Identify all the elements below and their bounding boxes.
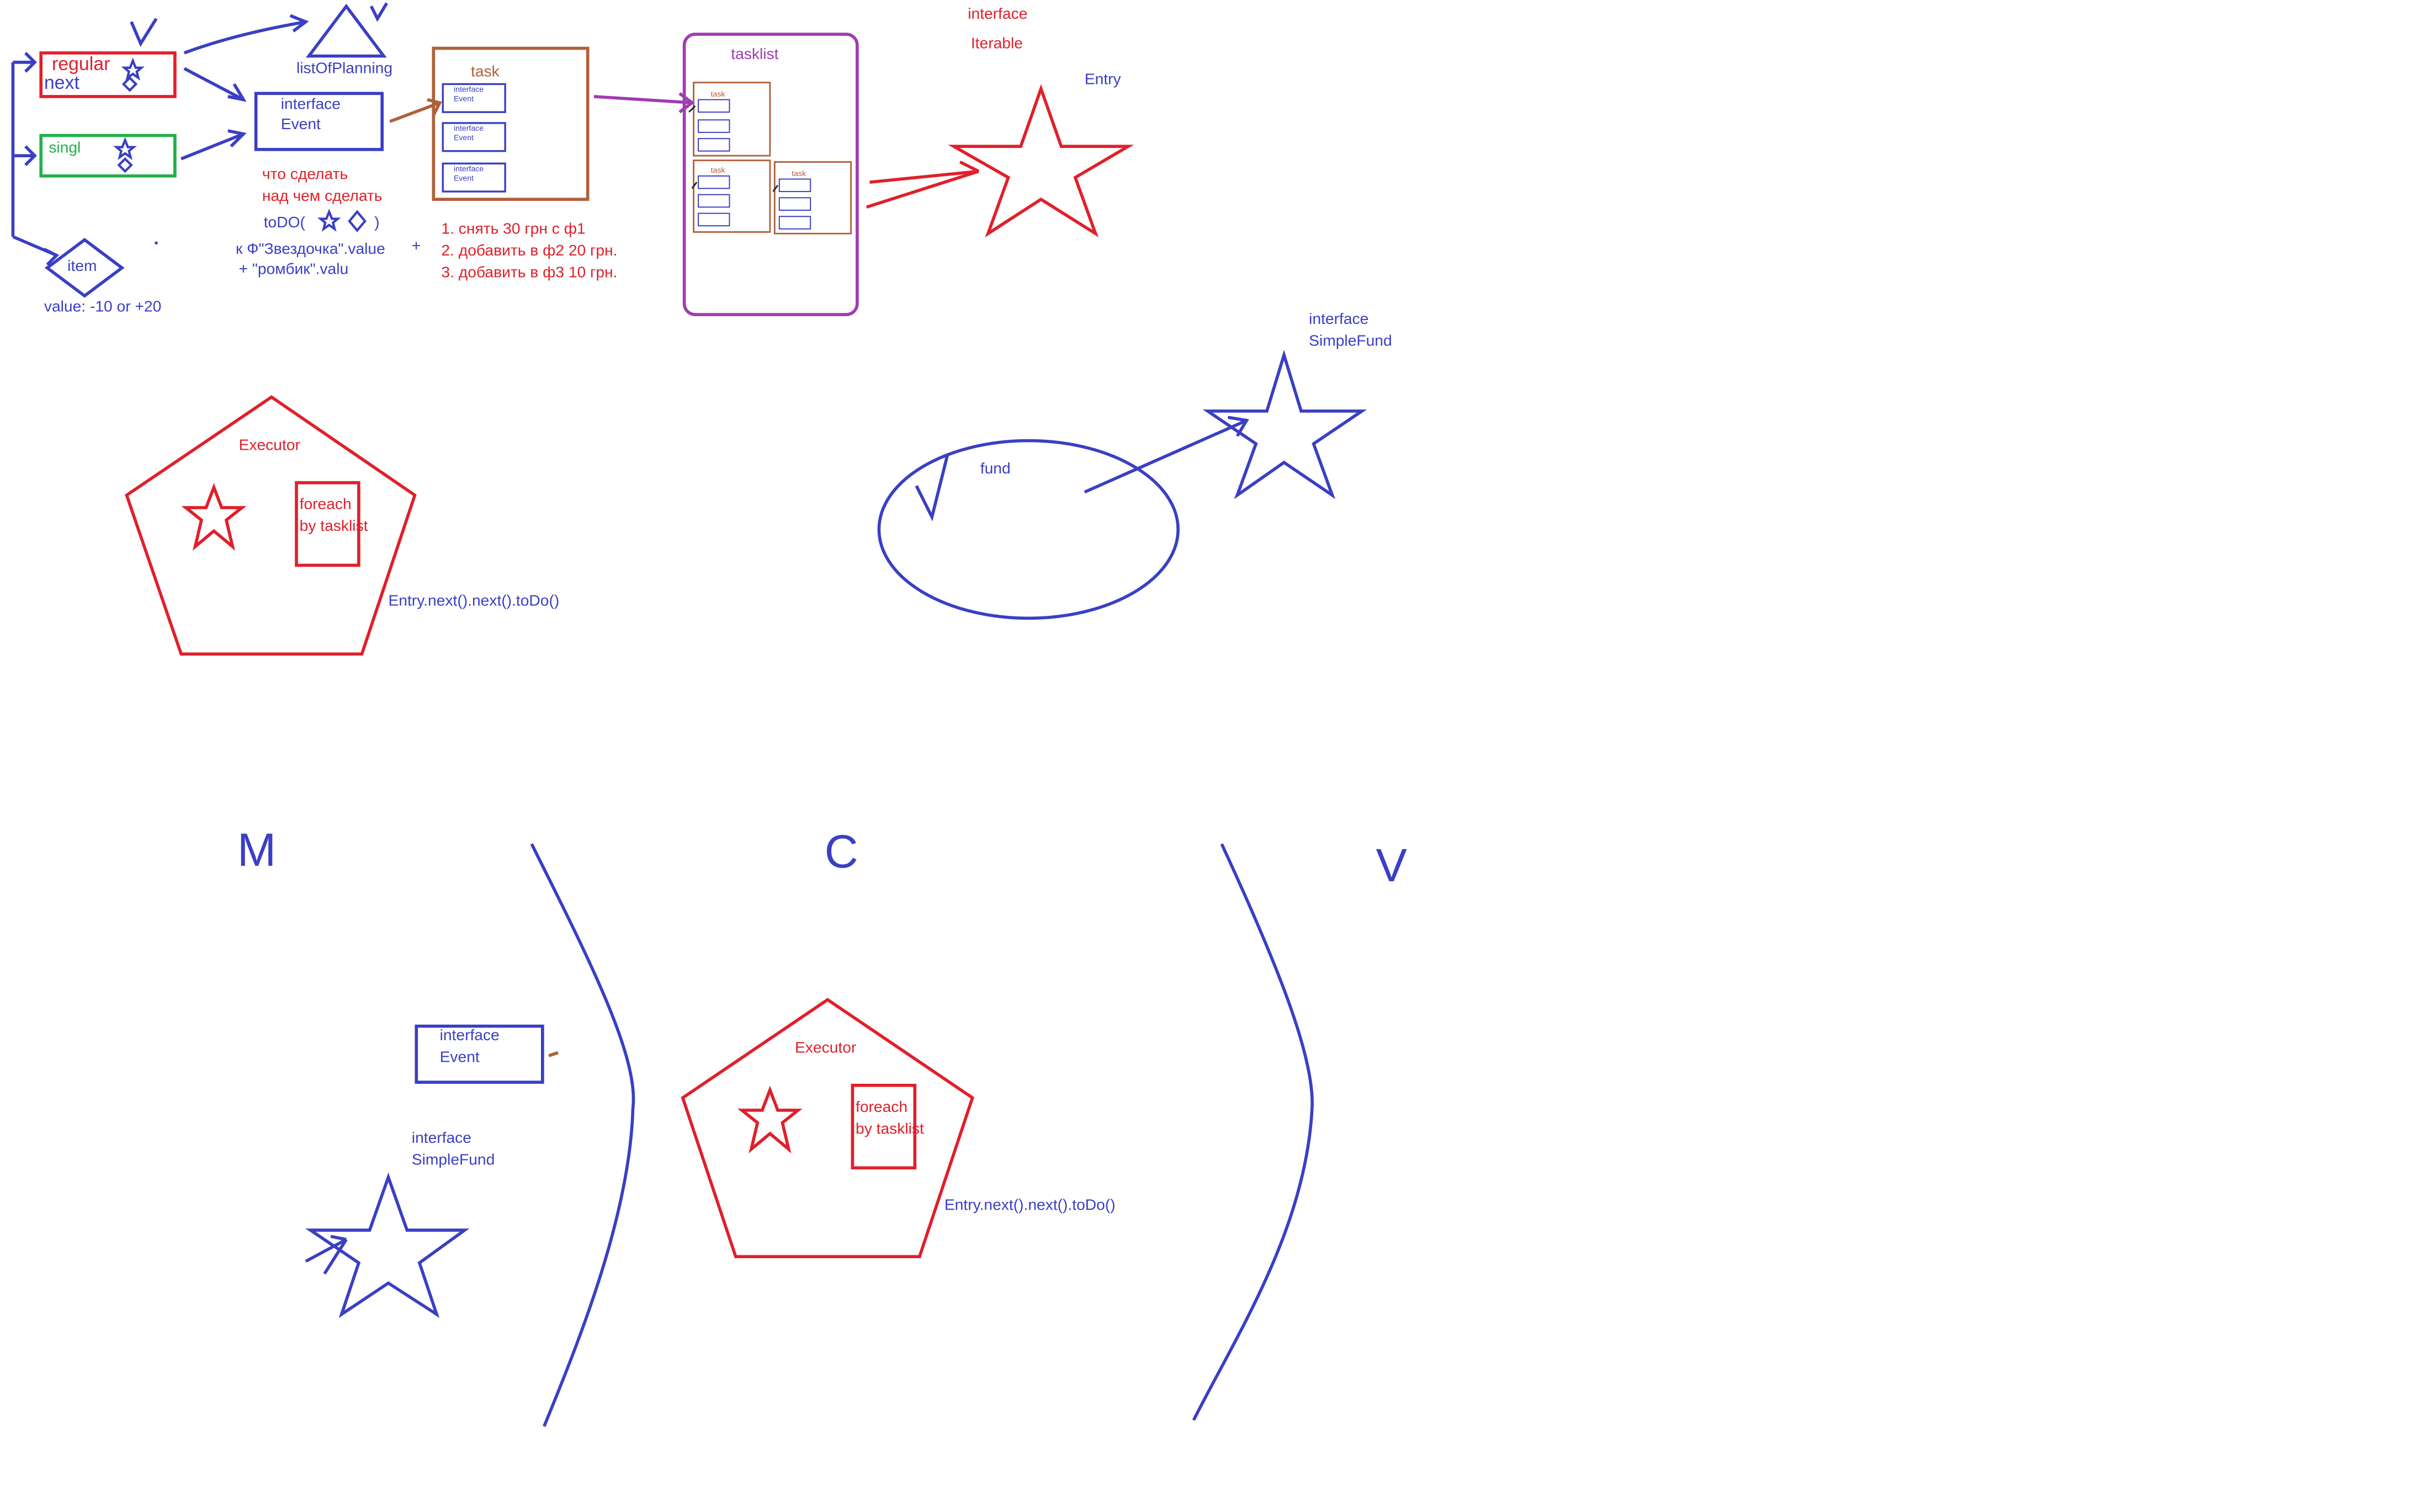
task-item: interface Event <box>442 83 506 113</box>
arrows-to-event <box>181 14 309 161</box>
svg-text:task: task <box>711 166 726 174</box>
event-interface-keyword: interface <box>281 95 341 113</box>
item-value: value: -10 or +20 <box>44 297 161 315</box>
step-1: 1. снять 30 грн с ф1 <box>441 219 585 237</box>
mvc-simplefund-star-icon[interactable] <box>305 1172 470 1318</box>
task-item: interface Event <box>442 122 506 152</box>
svg-text:task: task <box>711 89 726 98</box>
item-label: item <box>67 257 97 274</box>
simplefund-interface-keyword: interface <box>1309 310 1368 327</box>
mvc-simplefund-arrow <box>305 1234 348 1275</box>
singl-label: singl <box>49 139 81 156</box>
formula-plus: + <box>412 236 421 254</box>
mvc-executor-label: Executor <box>795 1039 856 1056</box>
listOfPlanning-triangle[interactable]: listOfPlanning <box>296 2 392 77</box>
iterable-name: Iterable <box>971 34 1023 51</box>
foreach-box <box>295 481 360 567</box>
mvc-foreach-line2: by tasklist <box>856 1119 924 1137</box>
divider-curve-right <box>1192 843 1314 1421</box>
task-label: task <box>471 62 500 79</box>
question-on-what: над чем сделать <box>262 187 383 204</box>
arrow-fund-to-simplefund <box>1084 416 1249 494</box>
regular-box[interactable]: regular next <box>39 51 177 98</box>
executor-label: Executor <box>239 436 300 454</box>
mvc-foreach-box <box>851 1083 917 1170</box>
svg-text:Event: Event <box>454 173 474 182</box>
mini-task: task <box>772 161 852 235</box>
tasklist-box[interactable]: tasklist task task task <box>682 33 859 316</box>
event-interface-box[interactable]: interface Event <box>254 92 384 151</box>
mvc-entry-chain: Entry.next().next().toDo() <box>944 1196 1116 1213</box>
foreach-line1: foreach <box>300 495 352 513</box>
mvc-model-letter: M <box>237 823 277 876</box>
arrow-tasklist-to-entry <box>866 160 980 209</box>
listOfPlanning-label: listOfPlanning <box>296 59 392 77</box>
step-2: 2. добавить в ф2 20 грн. <box>441 241 617 259</box>
entry-label: Entry <box>1085 70 1122 87</box>
svg-text:task: task <box>792 169 806 178</box>
regular-label: regular <box>52 54 110 74</box>
foreach-line2: by tasklist <box>300 517 368 534</box>
formula-line1: к Ф"Звездочка".value <box>236 239 385 257</box>
left-bracket <box>11 18 158 266</box>
diamond-icon <box>117 157 133 173</box>
mini-task: task <box>688 82 771 157</box>
mini-task: task <box>691 159 771 233</box>
arrow-event-to-task <box>389 98 442 123</box>
executor-pentagon[interactable]: Executor foreach by tasklist <box>125 395 417 656</box>
diamond-icon <box>348 210 367 232</box>
todo-suffix: ) <box>374 213 379 231</box>
star-icon <box>737 1085 803 1154</box>
star-icon <box>121 57 145 81</box>
svg-text:interface: interface <box>454 84 484 93</box>
formula-line2: + "ромбик".valu <box>239 260 349 278</box>
mvc-executor-pentagon[interactable]: Executor foreach by tasklist <box>681 998 975 1259</box>
singl-box[interactable]: singl <box>39 134 177 178</box>
mvc-foreach-line1: foreach <box>856 1098 908 1115</box>
simplefund-name: SimpleFund <box>1309 331 1392 349</box>
task-box[interactable]: task interface Event interface Event int… <box>432 46 590 201</box>
mvc-event-interface-keyword: interface <box>440 1026 500 1044</box>
svg-text:Event: Event <box>454 94 474 103</box>
question-what: что сделать <box>262 165 348 183</box>
mvc-controller-letter: C <box>825 825 858 877</box>
check-mark <box>915 454 949 521</box>
todo-signature: toDO( ) <box>264 209 379 232</box>
svg-text:interface: interface <box>454 164 484 173</box>
divider-curve-left <box>530 843 635 1427</box>
tasklist-label: tasklist <box>731 45 778 62</box>
star-icon <box>181 483 247 551</box>
event-name: Event <box>281 115 321 132</box>
mvc-simplefund-interface-keyword: interface <box>412 1128 471 1146</box>
iterable-interface-keyword: interface <box>968 4 1027 22</box>
mvc-event-name: Event <box>440 1047 480 1065</box>
task-item: interface Event <box>442 162 506 193</box>
step-3: 3. добавить в ф3 10 грн. <box>441 263 617 280</box>
star-icon <box>113 137 137 161</box>
entry-star-icon[interactable] <box>948 84 1134 238</box>
todo-prefix: toDO( <box>264 213 306 231</box>
next-label: next <box>44 72 80 93</box>
entry-chain: Entry.next().next().toDo() <box>388 592 559 609</box>
mvc-event-interface-box[interactable]: interface Event <box>415 1024 544 1084</box>
mvc-simplefund-name: SimpleFund <box>412 1151 495 1168</box>
stray-mark <box>548 1051 559 1057</box>
svg-text:Event: Event <box>454 133 474 142</box>
star-icon <box>317 209 341 232</box>
item-diamond[interactable]: item <box>44 238 125 298</box>
mvc-view-letter: V <box>1376 839 1408 891</box>
diamond-icon <box>121 76 138 92</box>
stray-dot <box>155 241 158 245</box>
svg-text:interface: interface <box>454 124 484 132</box>
simplefund-star-icon[interactable] <box>1202 349 1367 499</box>
fund-label: fund <box>980 459 1011 477</box>
fund-ellipse[interactable]: fund <box>877 439 1180 620</box>
